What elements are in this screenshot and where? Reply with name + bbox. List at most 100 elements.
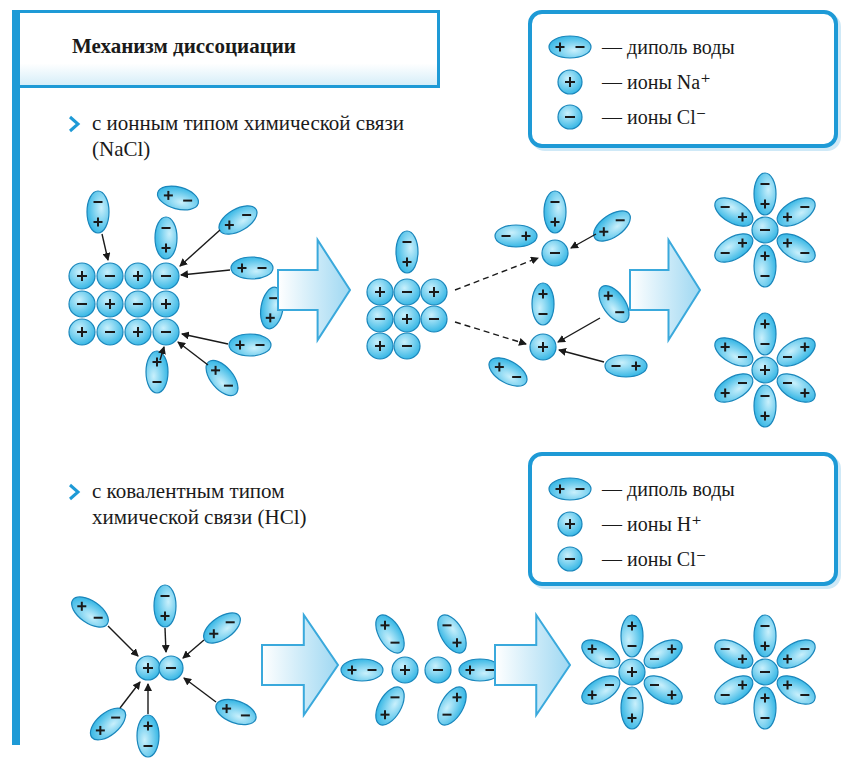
charge-sign: [631, 714, 633, 723]
charge-sign: [605, 658, 614, 660]
charge-sign: [241, 714, 250, 716]
legend-item: — ионы Na⁺: [546, 67, 711, 97]
charge-sign: [224, 385, 233, 387]
charge-sign: [403, 241, 412, 243]
charge-sign: [269, 297, 278, 299]
ion: [421, 279, 447, 305]
ion: [530, 334, 556, 360]
legend-text: — ионы H⁺: [602, 512, 702, 536]
legend-sample: [546, 475, 594, 503]
ion: [392, 657, 418, 683]
water-dipole: [772, 634, 819, 674]
chevron: [70, 485, 78, 499]
charge-sign: [761, 275, 770, 277]
attack-arrow: [184, 678, 216, 702]
charge-sign: [800, 648, 809, 650]
charge-sign: [166, 667, 176, 669]
charge-sign: [94, 617, 103, 619]
dashed-arrow: [455, 322, 526, 344]
charge-sign: [721, 648, 730, 650]
attack-arrow: [178, 342, 208, 365]
charge-sign: [256, 344, 265, 346]
attack-arrow: [183, 640, 204, 658]
charge-sign: [258, 267, 267, 269]
charge-sign: [133, 303, 143, 305]
ion: [558, 70, 582, 94]
ion: [367, 279, 393, 305]
charge-sign: [486, 669, 495, 671]
charge-sign: [800, 694, 809, 696]
charge-sign: [404, 665, 406, 675]
charge-sign: [215, 366, 217, 375]
ion: [367, 306, 393, 332]
charge-sign: [433, 287, 435, 297]
charge-sign: [269, 313, 271, 322]
water-dipole: [754, 313, 776, 355]
water-dipole: [549, 36, 591, 58]
charge-sign: [165, 244, 167, 253]
ion: [153, 291, 179, 317]
ion: [752, 659, 778, 685]
chevron: [70, 117, 78, 131]
attack-arrow: [160, 347, 164, 360]
charge-sign: [406, 314, 408, 324]
charge-sign: [738, 382, 747, 384]
legend-text: — диполь воды: [602, 477, 735, 501]
water-dipole: [605, 355, 647, 377]
water-dipole: [200, 355, 244, 401]
ion: [97, 263, 123, 289]
charge-sign: [764, 642, 766, 651]
attack-arrow: [559, 350, 604, 362]
process-arrow: [262, 615, 338, 715]
ion: [125, 263, 151, 289]
water-dipole: [198, 607, 245, 649]
water-dipole: [639, 670, 686, 710]
charge-sign: [502, 235, 511, 237]
title-text: Механизм диссоциации: [72, 33, 425, 59]
charge-sign: [105, 331, 115, 333]
process-arrow: [495, 615, 570, 715]
water-dipole: [396, 231, 418, 273]
charge-sign: [167, 191, 169, 200]
charge-sign: [429, 318, 439, 320]
charge-sign: [109, 299, 111, 309]
charge-sign: [161, 331, 171, 333]
charge-sign: [612, 365, 621, 367]
ion: [69, 263, 95, 289]
process-arrow: [278, 240, 350, 340]
charge-sign: [760, 671, 770, 673]
water-dipole: [577, 670, 624, 710]
charge-sign: [379, 341, 381, 351]
legend-sample: [546, 510, 594, 538]
charge-sign: [111, 717, 120, 719]
water-dipole: [710, 332, 757, 372]
charge-sign: [671, 645, 673, 654]
charge-sign: [724, 389, 726, 398]
legend-text: — ионы Cl⁻: [602, 547, 706, 571]
water-dipole: [341, 659, 383, 681]
ion: [558, 547, 582, 571]
charge-sign: [565, 116, 575, 118]
water-dipole: [588, 205, 635, 247]
charge-sign: [615, 311, 624, 313]
charge-sign: [607, 291, 609, 300]
charge-sign: [738, 356, 747, 358]
water-dipole: [772, 670, 819, 710]
charge-sign: [724, 343, 726, 352]
ion: [394, 279, 420, 305]
charge-sign: [384, 621, 386, 630]
ion: [125, 291, 151, 317]
water-dipole: [593, 280, 635, 327]
charge-sign: [406, 258, 408, 267]
charge-sign: [800, 206, 809, 208]
charge-sign: [242, 214, 251, 216]
charge-sign: [787, 213, 789, 222]
charge-sign: [764, 200, 766, 209]
charge-sign: [576, 488, 585, 490]
ion: [394, 306, 420, 332]
ion: [153, 319, 179, 345]
legend-item: — диполь воды: [546, 474, 735, 504]
charge-sign: [800, 252, 809, 254]
charge-sign: [650, 684, 659, 686]
charge-sign: [164, 612, 166, 621]
